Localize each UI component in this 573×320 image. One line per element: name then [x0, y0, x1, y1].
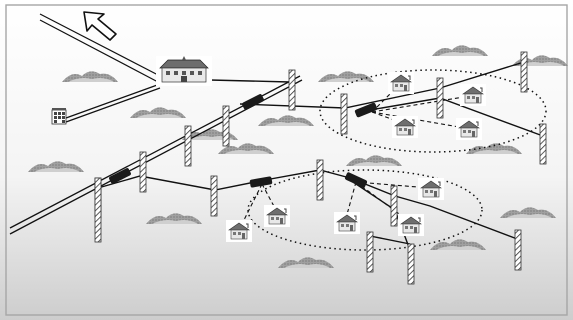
house-icon — [397, 213, 425, 237]
optical-splitter-icon — [242, 94, 264, 110]
house-icon — [455, 117, 483, 141]
coverage-area-upper — [319, 69, 547, 153]
splitters — [109, 94, 378, 188]
utility-pole-icon — [94, 177, 102, 243]
frame-border — [5, 4, 568, 316]
house-icon — [459, 83, 487, 107]
up-left-arrow-icon — [83, 11, 117, 41]
utility-pole-icon — [436, 77, 444, 119]
optical-splitter-icon — [249, 176, 273, 188]
house-icon — [225, 219, 253, 243]
house-icon — [333, 211, 361, 235]
utility-pole-icon — [407, 243, 415, 285]
apartment-building-icon — [51, 108, 67, 125]
coverage-area-lower — [247, 169, 483, 251]
optical-splitter-icon — [344, 172, 368, 188]
utility-pole-icon — [390, 185, 398, 227]
house-icon — [263, 204, 291, 228]
central-office-building-icon — [156, 56, 212, 86]
utility-pole-icon — [340, 93, 348, 135]
utility-pole-icon — [316, 159, 324, 201]
utility-pole-icon — [210, 175, 218, 217]
utility-pole-icon — [139, 151, 147, 193]
utility-pole-icon — [222, 105, 230, 147]
feeder-cables — [39, 13, 161, 123]
utility-pole-icon — [539, 123, 547, 165]
house-icon — [391, 115, 419, 139]
house-icon — [417, 177, 445, 201]
house-icon — [387, 71, 415, 95]
utility-pole-icon — [520, 51, 528, 93]
optical-splitter-icon — [109, 168, 131, 184]
optical-splitter-icon — [354, 102, 378, 118]
utility-pole-icon — [366, 231, 374, 273]
utility-pole-icon — [514, 229, 522, 271]
utility-pole-icon — [184, 125, 192, 167]
utility-pole-icon — [288, 69, 296, 111]
